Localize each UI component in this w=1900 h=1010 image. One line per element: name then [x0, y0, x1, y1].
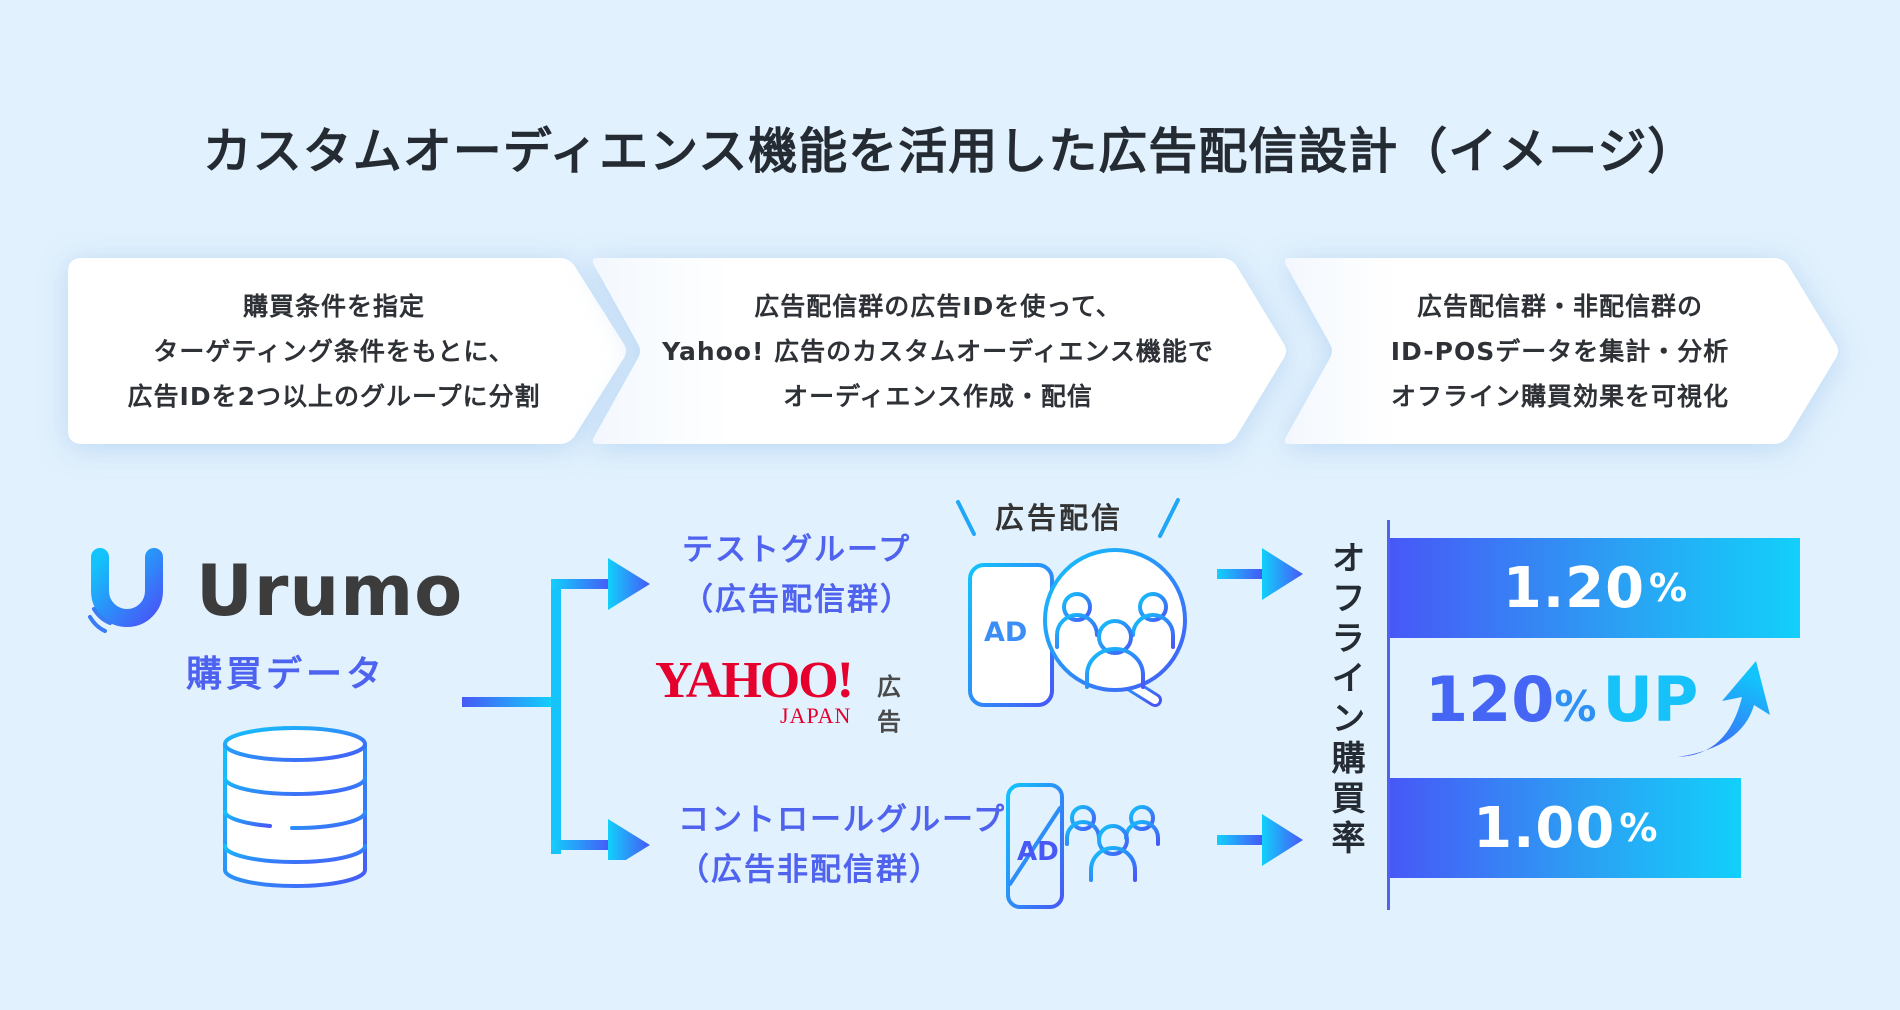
step-3-card: 広告配信群・非配信群の ID-POSデータを集計・分析 オフライン購買効果を可視… [1280, 258, 1840, 444]
arrow-to-control-group [608, 819, 650, 860]
uplift-unit: % [1554, 682, 1597, 731]
emphasis-rays-icon [956, 498, 1180, 538]
ad-text: AD [1017, 837, 1059, 867]
database-icon [223, 726, 368, 888]
uplift-text: UP [1602, 663, 1699, 736]
bar-control-value: 1.00 [1473, 795, 1616, 861]
test-group-subtitle: （広告配信群） [682, 582, 913, 618]
bar-control-group: 1.00 % [1390, 778, 1741, 878]
ad-text: AD [984, 617, 1027, 648]
page-title: カスタムオーディエンス機能を活用した広告配信設計（イメージ） [202, 123, 1698, 180]
control-group-subtitle: （広告非配信群） [678, 852, 942, 888]
urumo-logo-icon [88, 548, 163, 633]
step-3-line-2: ID-POSデータを集計・分析 [1390, 336, 1730, 366]
bar-control-unit: % [1619, 806, 1658, 850]
step-1-line-1: 購買条件を指定 [242, 291, 425, 321]
test-group-label: テストグループ （広告配信群） [682, 525, 913, 625]
step-3-line-3: オフライン購買効果を可視化 [1390, 381, 1729, 411]
step-2-line-2: Yahoo! 広告のカスタムオーディエンス機能で [662, 336, 1214, 366]
uplift-annotation: 120%UP [1425, 665, 1698, 742]
bar-axis-line [1387, 520, 1390, 910]
step-1-line-2: ターゲティング条件をもとに、 [153, 336, 515, 366]
step-2-line-3: オーディエンス作成・配信 [783, 381, 1093, 411]
ad-phone-magnifier-audience-icon: AD [968, 548, 1187, 707]
yahoo-wordmark: YAHOO! [655, 652, 854, 709]
chevron-shape [68, 258, 626, 444]
step-1-card: 購買条件を指定 ターゲティング条件をもとに、 広告IDを2つ以上のグループに分割 [68, 258, 628, 444]
yahoo-japan-text: JAPAN [780, 703, 852, 728]
ad-delivery-label: 広告配信 [995, 501, 1124, 535]
uplift-value: 120 [1425, 663, 1555, 736]
bar-test-group: 1.20 % [1390, 538, 1800, 638]
purchase-data-label: 購買データ [186, 654, 387, 695]
test-group-title: テストグループ [682, 532, 912, 568]
step-3-line-1: 広告配信群・非配信群の [1416, 291, 1703, 321]
step-2-line-1: 広告配信群の広告IDを使って、 [754, 291, 1122, 321]
arrow-to-result-test [1217, 548, 1303, 600]
arrow-to-result-control [1217, 814, 1303, 866]
offline-purchase-rate-label: オフライン購買率 [1325, 540, 1365, 860]
bar-test-value: 1.20 [1502, 555, 1646, 621]
up-arrow-icon [1678, 661, 1770, 757]
chevron-shape [1284, 258, 1838, 444]
step-2-card: 広告配信群の広告IDを使って、 Yahoo! 広告のカスタムオーディエンス機能で… [588, 258, 1288, 444]
branch-connector [462, 558, 650, 860]
bar-test-unit: % [1649, 566, 1688, 610]
control-group-label: コントロールグループ （広告非配信群） [678, 795, 1006, 895]
yahoo-japan-ads-logo: YAHOO! JAPAN 広告 [655, 652, 901, 737]
step-1-line-3: 広告IDを2つ以上のグループに分割 [127, 381, 541, 411]
yahoo-ads-suffix: 広告 [877, 673, 901, 736]
control-group-title: コントロールグループ [678, 802, 1007, 838]
urumo-brand-name: Urumo [196, 550, 464, 632]
chevron-shape [592, 258, 1286, 444]
ad-phone-crossed-audience-icon: AD [1006, 783, 1160, 909]
arrow-to-test-group [608, 558, 650, 610]
